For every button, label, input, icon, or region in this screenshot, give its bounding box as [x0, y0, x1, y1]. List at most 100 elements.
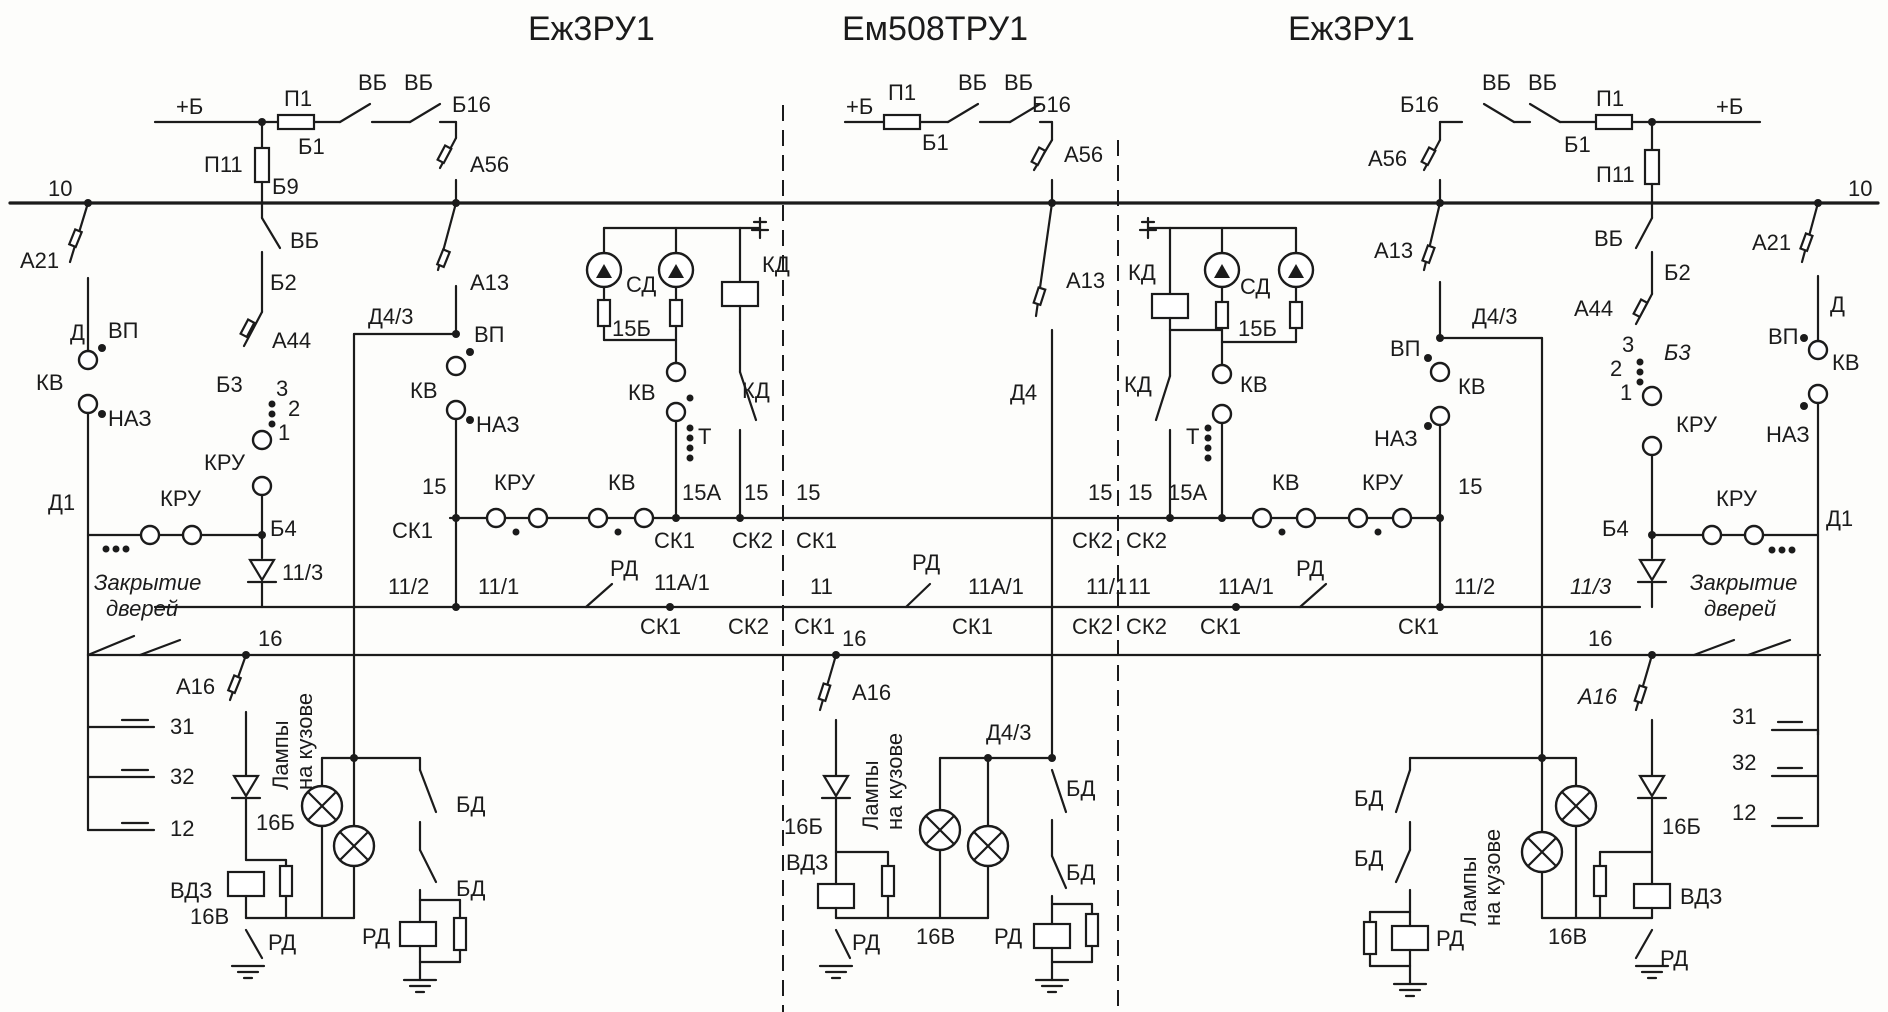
dot-b3-right-c — [1636, 378, 1644, 386]
label-a56-right: А56 — [1368, 146, 1407, 171]
label-kru-15-left: КРУ — [494, 470, 536, 495]
label-rd-relay-left: РД — [362, 924, 390, 949]
contact-kv-vp-right-b — [1429, 361, 1451, 383]
node-11a-1-right — [1232, 603, 1240, 611]
label-15a-right: 15А — [1168, 480, 1207, 505]
label-vp-right: ВП — [1768, 324, 1799, 349]
contact-kru-b4-left — [251, 475, 273, 497]
label-bd-right-2: БД — [1354, 846, 1383, 871]
label-n2-left: 2 — [288, 396, 300, 421]
dot-vp-left — [98, 344, 106, 352]
switch-vb-center-1 — [946, 102, 980, 124]
dot-b3-right-b — [1636, 368, 1644, 376]
resistor-rd-center — [1084, 912, 1100, 948]
dot-b3-left-c — [268, 420, 276, 428]
label-11-3-left: 11/3 — [282, 560, 323, 585]
node-11-2-right — [1436, 603, 1444, 611]
label-rd-11-center: РД — [912, 550, 940, 575]
node-11a-1-left — [666, 603, 674, 611]
contact-kv-vp-right — [1807, 339, 1829, 361]
resistor-vdz-right — [1592, 864, 1608, 898]
dot-kru-15-left — [512, 528, 520, 536]
label-16b-right: 16Б — [1662, 814, 1701, 839]
contact-kv-t-left — [665, 361, 687, 383]
label-a16-right: А16 — [1576, 684, 1618, 709]
label-31-left: 31 — [170, 714, 194, 739]
dot-kv-t-left-a — [686, 394, 694, 402]
switch-doors-left — [86, 634, 136, 657]
diode-11-3-right — [1638, 558, 1666, 583]
label-rd-left-low: РД — [268, 930, 296, 955]
label-15-right-c: 15 — [1128, 480, 1152, 505]
dot-naz-right-b — [1424, 422, 1432, 430]
contact-t-left — [665, 401, 687, 423]
label-ck1-11-center-a: СК1 — [794, 614, 835, 639]
fuse-p11-right — [1643, 148, 1661, 186]
dot-b3-left-b — [268, 410, 276, 418]
label-b16-right: Б16 — [1400, 92, 1439, 117]
label-15a-left: 15А — [682, 480, 721, 505]
label-kru-right: КРУ — [1716, 486, 1758, 511]
resistor-rd-right — [1362, 920, 1378, 956]
fuse-p1-left — [276, 113, 316, 131]
label-kd-sw-right: КД — [1124, 372, 1152, 397]
label-naz-left-b: НАЗ — [476, 412, 520, 437]
label-naz-left: НАЗ — [108, 406, 152, 431]
label-lamps-right-1: Лампы — [1456, 856, 1481, 926]
switch-vb-left — [338, 102, 372, 124]
label-kru-15-right: КРУ — [1362, 470, 1404, 495]
dot-b3-left-a — [268, 400, 276, 408]
label-11a-1-left: 11А/1 — [654, 570, 710, 595]
label-b1-center: Б1 — [922, 130, 949, 155]
label-doors-right-1: Закрытие — [1690, 570, 1797, 595]
switch-rd-right-low — [1634, 928, 1654, 960]
label-d43-center: Д4/3 — [986, 720, 1031, 745]
label-b16-left: Б16 — [452, 92, 491, 117]
switch-vb-col-right — [1634, 216, 1654, 250]
label-bd-left-2: БД — [456, 876, 485, 901]
label-b9-left: Б9 — [272, 174, 299, 199]
label-ck1-11-right: СК1 — [1200, 614, 1241, 639]
label-kd-right: КД — [1128, 260, 1156, 285]
diode-16b-left — [232, 774, 260, 799]
breaker-a16-center-body — [817, 682, 832, 703]
relay-kd-right — [1150, 292, 1190, 320]
contact-kv-15-left-1 — [587, 507, 609, 529]
label-ck1-11-center-b: СК1 — [952, 614, 993, 639]
relay-rd-right — [1390, 924, 1430, 952]
label-16v-left: 16В — [190, 904, 229, 929]
dot-kru-left-b — [112, 545, 120, 553]
resistor-vdz-left — [278, 864, 294, 898]
switch-bd-right-1 — [1394, 768, 1412, 814]
label-16-center: 16 — [842, 626, 866, 651]
label-t-right: Т — [1186, 424, 1199, 449]
node-b4-left — [258, 531, 266, 539]
label-11a-1-right: 11А/1 — [1218, 574, 1274, 599]
label-b2-left: Б2 — [270, 270, 297, 295]
resistor-15b-right-2 — [1288, 300, 1304, 330]
switch-vb-center-2 — [1008, 102, 1042, 124]
diode-16b-right — [1638, 774, 1666, 799]
label-a44-left: А44 — [272, 328, 311, 353]
label-bd-center-2: БД — [1066, 860, 1095, 885]
label-b1-right: Б1 — [1564, 132, 1591, 157]
switch-rd-left-low — [244, 928, 264, 960]
label-doors-left-2: дверей — [106, 596, 178, 621]
label-kv-15-left: КВ — [608, 470, 636, 495]
relay-kd-left — [720, 280, 760, 308]
label-p11-right: П11 — [1596, 162, 1635, 187]
label-15-right-b: 15 — [1458, 474, 1482, 499]
label-a16-left: А16 — [176, 674, 215, 699]
label-ck1-center-a: СК1 — [796, 528, 837, 553]
label-vdz-center: ВДЗ — [786, 850, 828, 875]
resistor-15b-left-2 — [668, 298, 684, 328]
contact-kv-15-right-1 — [1251, 507, 1273, 529]
label-bd-center-1: БД — [1066, 776, 1095, 801]
dot-kru-right-b — [1778, 546, 1786, 554]
label-ck1-15-left: СК1 — [654, 528, 695, 553]
dot-t-right-d — [1204, 454, 1212, 462]
label-vp-right-b: ВП — [1390, 336, 1421, 361]
resistor-vdz-center — [880, 864, 896, 898]
dot-naz-right — [1800, 402, 1808, 410]
dot-kv-15-left — [614, 528, 622, 536]
